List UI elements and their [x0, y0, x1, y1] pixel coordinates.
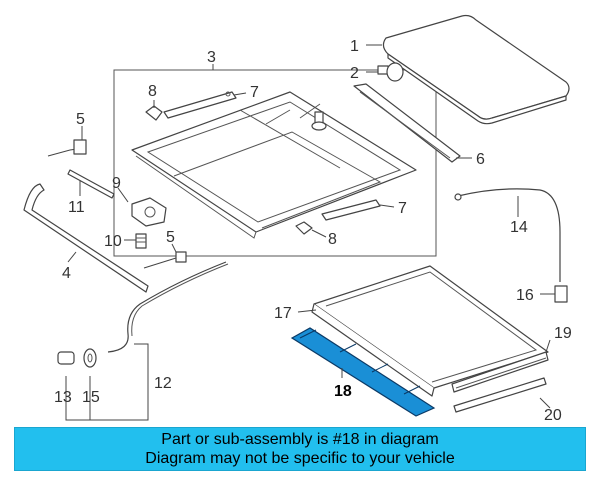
trim-strip — [453, 377, 547, 413]
info-banner: Part or sub-assembly is #18 in diagram D… — [14, 427, 586, 471]
callout-labels: 1 2 3 4 5 5 6 7 7 8 8 9 10 11 12 13 14 1… — [54, 38, 572, 424]
callout-4: 4 — [62, 265, 71, 282]
callout-16: 16 — [516, 287, 534, 304]
callout-10: 10 — [104, 233, 122, 250]
callout-2: 2 — [350, 65, 359, 82]
glass-bolt — [377, 62, 404, 82]
glass-seal-strip — [353, 83, 461, 163]
callout-17: 17 — [274, 305, 292, 322]
glass-panel — [382, 14, 570, 125]
callout-9: 9 — [112, 175, 121, 192]
sunroof-frame — [131, 91, 417, 239]
guide-rail-upper — [163, 91, 237, 119]
callout-18: 18 — [334, 383, 352, 400]
callout-11: 11 — [68, 199, 85, 216]
callout-13: 13 — [54, 389, 72, 406]
guide-rail-lower — [321, 199, 381, 221]
clip-lower — [295, 221, 313, 235]
callout-8-lower: 8 — [328, 231, 337, 248]
frame-screw — [311, 111, 327, 131]
sunshade-panel — [311, 265, 549, 397]
banner-line-1: Part or sub-assembly is #18 in diagram — [161, 431, 439, 448]
parts-diagram: 1 2 3 4 5 5 6 7 7 8 8 9 10 11 12 13 14 1… — [23, 14, 572, 424]
hose-end — [554, 285, 568, 303]
callout-8-upper: 8 — [148, 83, 157, 100]
callout-3: 3 — [207, 49, 216, 66]
callout-14: 14 — [510, 219, 528, 236]
grommet — [83, 348, 97, 368]
callout-1: 1 — [350, 38, 359, 55]
callout-7-upper: 7 — [250, 84, 259, 101]
callout-20: 20 — [544, 407, 562, 424]
drain-connector-upper — [47, 139, 87, 157]
callout-5-upper: 5 — [76, 111, 85, 128]
drain-hose-right — [454, 188, 561, 282]
callout-6: 6 — [476, 151, 485, 168]
callout-7-lower: 7 — [398, 200, 407, 217]
clip-upper — [145, 105, 163, 121]
callout-12: 12 — [154, 375, 172, 392]
highlighted-part-18 — [290, 327, 436, 417]
wind-deflector — [23, 183, 149, 293]
callout-15: 15 — [82, 389, 100, 406]
hose-nozzle — [57, 351, 75, 365]
motor-fastener — [135, 233, 147, 249]
drain-connector-lower — [143, 251, 187, 269]
leader-lines — [65, 44, 555, 421]
callout-19: 19 — [554, 325, 572, 342]
seal-strip-left — [67, 169, 115, 199]
callout-5-lower: 5 — [166, 229, 175, 246]
sunshade-seal — [451, 351, 549, 393]
drain-hose-left — [107, 261, 229, 353]
sunroof-motor — [131, 197, 167, 227]
banner-line-2: Diagram may not be specific to your vehi… — [145, 450, 455, 467]
